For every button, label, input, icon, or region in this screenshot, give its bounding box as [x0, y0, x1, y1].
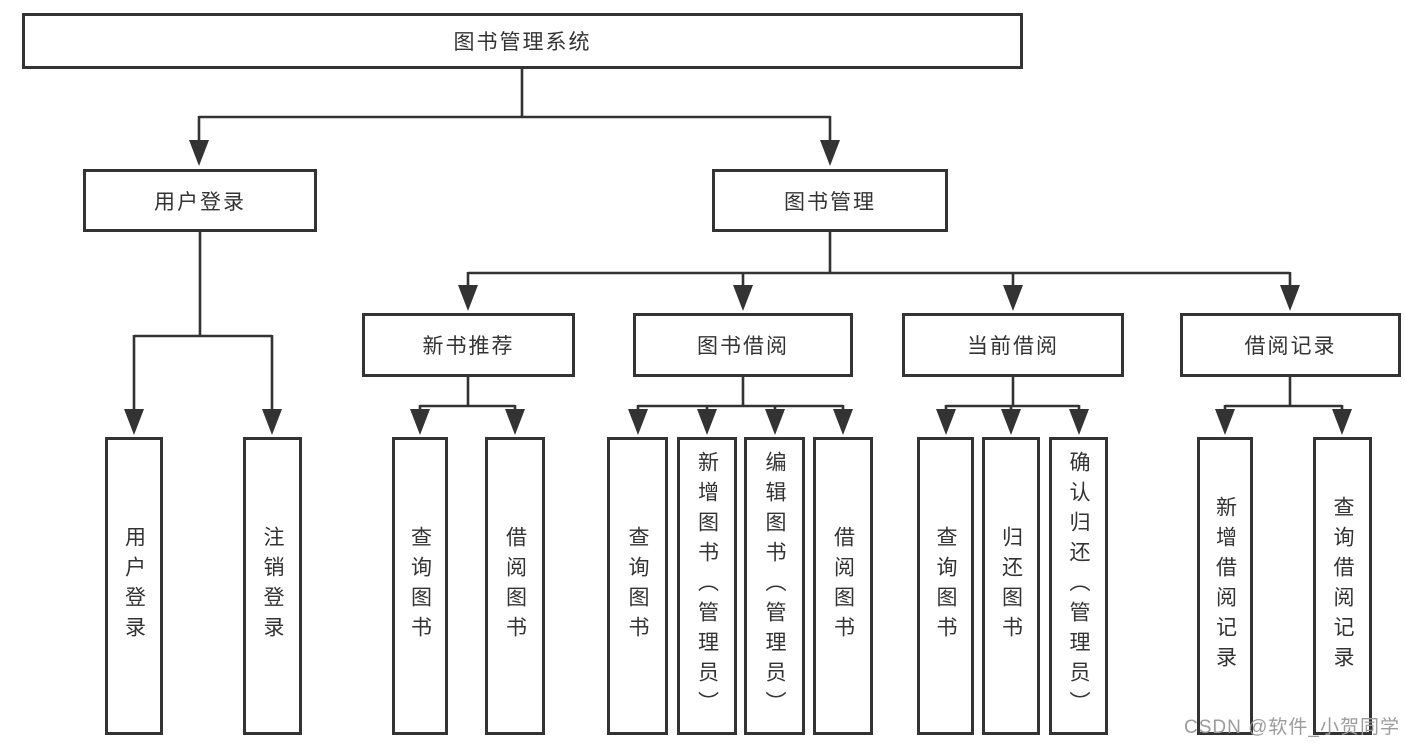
- node-label: 用户登录: [154, 190, 246, 214]
- leaf-borrowing-borrow-books: 借阅图书: [813, 437, 873, 735]
- node-label: 新增借阅记录: [1213, 496, 1237, 676]
- node-label: 借阅图书: [831, 526, 855, 646]
- leaf-user-login: 用户登录: [105, 437, 163, 735]
- node-book-management: 图书管理: [712, 169, 948, 232]
- node-label: 编辑图书（管理员）: [763, 451, 787, 721]
- node-borrowing-records: 借阅记录: [1180, 313, 1401, 377]
- node-label: 查询图书: [626, 526, 650, 646]
- node-label: 图书管理: [784, 190, 876, 214]
- leaf-query-borrow-record: 查询借阅记录: [1313, 437, 1372, 735]
- leaf-confirm-return-admin: 确认归还（管理员）: [1049, 437, 1108, 735]
- node-label: 新增图书（管理员）: [695, 451, 719, 721]
- leaf-logout: 注销登录: [243, 437, 302, 735]
- leaf-add-books-admin: 新增图书（管理员）: [677, 437, 737, 735]
- node-label: 新书推荐: [422, 335, 515, 358]
- node-label: 查询借阅记录: [1331, 496, 1355, 676]
- leaf-recommend-borrow-books: 借阅图书: [485, 437, 545, 735]
- node-label: 用户登录: [122, 526, 146, 646]
- node-label: 当前借阅: [967, 335, 1059, 358]
- node-label: 图书借阅: [697, 335, 789, 358]
- node-label: 确认归还（管理员）: [1067, 451, 1091, 721]
- leaf-recommend-query-books: 查询图书: [392, 437, 448, 735]
- node-current-borrowing: 当前借阅: [902, 313, 1124, 377]
- node-library-management-system: 图书管理系统: [22, 13, 1023, 69]
- tree-edges: [132, 69, 1344, 414]
- csdn-watermark: CSDN @软件_小贺同学: [1184, 717, 1400, 738]
- node-new-book-recommendation: 新书推荐: [362, 313, 575, 377]
- node-label: 借阅记录: [1244, 335, 1337, 358]
- node-label: 图书管理系统: [453, 31, 592, 54]
- leaf-edit-books-admin: 编辑图书（管理员）: [744, 437, 805, 735]
- leaf-return-books: 归还图书: [982, 437, 1040, 735]
- node-label: 归还图书: [999, 526, 1023, 646]
- node-label: 查询图书: [408, 526, 432, 646]
- node-user-login: 用户登录: [83, 169, 317, 232]
- node-label: 注销登录: [261, 526, 285, 646]
- leaf-add-borrow-record: 新增借阅记录: [1197, 437, 1253, 735]
- leaf-current-query-books: 查询图书: [917, 437, 974, 735]
- node-book-borrowing: 图书借阅: [633, 313, 853, 377]
- node-label: 借阅图书: [503, 526, 527, 646]
- node-label: 查询图书: [934, 526, 958, 646]
- arrowheads: [124, 140, 1352, 435]
- leaf-borrowing-query-books: 查询图书: [607, 437, 668, 735]
